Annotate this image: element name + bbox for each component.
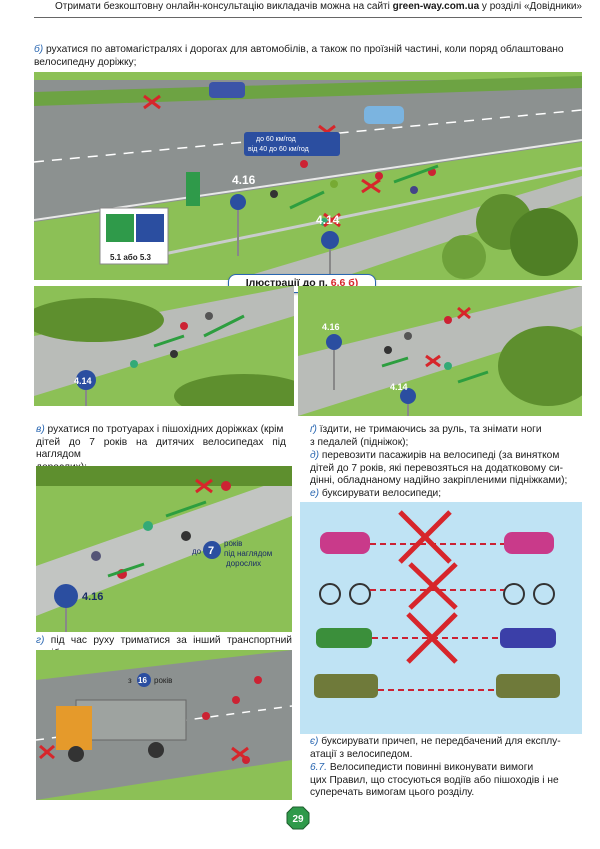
para-e: е) буксирувати велосипеди; — [310, 488, 582, 501]
towing-illustration — [300, 502, 582, 734]
para-d-line1: перевозити пасажирів на велосипеді (за в… — [319, 450, 560, 461]
g-age: 16 — [138, 676, 147, 685]
para-v-letter: в) — [36, 424, 45, 435]
page-header: Отримати безкоштовну онлайн-консультацію… — [34, 0, 582, 18]
top-sign-51-53: 5.1 або 5.3 — [110, 253, 152, 262]
para-b-letter: б) — [34, 44, 44, 55]
mid-left-illustration: 4.14 — [34, 286, 294, 406]
para-d-line3: дінні, обладнаному надійно закріпленими … — [310, 475, 568, 487]
para-b-line2: велосипедну доріжку; — [34, 56, 137, 68]
para-d-line2: дітей до 7 років, які перевозяться на до… — [310, 462, 564, 474]
v-age-text4: дорослих — [226, 559, 261, 568]
mid-left-sign: 4.14 — [74, 376, 92, 386]
para-e-line1: буксирувати велосипеди; — [319, 488, 442, 499]
para-g-letter: г) — [36, 635, 45, 646]
tow-row-3 — [316, 612, 556, 664]
para-6-7-line1: Велосипедисти повинні виконувати вимоги — [327, 762, 534, 773]
para-g2-line1: їздити, не тримаючись за руль, та знімат… — [316, 424, 542, 435]
g-illustration: з 16 років — [36, 650, 292, 800]
top-speed-1: до 60 км/год — [256, 136, 296, 143]
mid-right-illustration: 4.16 4.14 — [298, 286, 582, 416]
para-d: д) перевозити пасажирів на велосипеді (з… — [310, 450, 582, 488]
top-sign-414: 4.14 — [316, 213, 340, 227]
para-ye-line1: буксирувати причеп, не передбачений для … — [318, 736, 561, 747]
para-v-line1: рухатися по тротуарах і пішохідних доріж… — [44, 424, 284, 435]
mid-right-sign-414: 4.14 — [390, 382, 408, 392]
para-d-letter: д) — [310, 450, 320, 461]
para-b: б) рухатися по автомагістралях і дорогах… — [34, 44, 582, 69]
para-v-line2: дітей до 7 років на дитячих велосипедах … — [36, 436, 286, 461]
para-g2-letter: ґ) — [310, 424, 317, 435]
g-suffix: років — [154, 676, 172, 685]
para-6-7: 6.7. Велосипедисти повинні виконувати ви… — [310, 762, 582, 800]
header-text-a: Отримати безкоштовну онлайн-консультацію… — [54, 1, 393, 12]
para-ye-line2: атації з велосипедом. — [310, 748, 413, 760]
tow-row-4 — [314, 674, 560, 698]
para-6-7-line2: цих Правил, що стосуються водіїв або піш… — [310, 774, 559, 786]
header-text-b: у розділі «Довідники» — [479, 1, 582, 12]
v-age-text2: років — [224, 539, 242, 548]
para-6-7-num: 6.7. — [310, 762, 327, 773]
page-number: 29 — [292, 814, 304, 825]
header-site[interactable]: green-way.com.ua — [392, 1, 480, 12]
top-illustration: 4.16 4.14 5.1 або 5.3 до 60 км/год від 4… — [34, 72, 582, 280]
v-age-text1: до — [192, 547, 202, 556]
v-age: 7 — [208, 545, 214, 557]
v-illustration: 7 до років під наглядом дорослих 4.16 — [36, 466, 292, 632]
tow-row-2 — [319, 562, 555, 610]
para-b-line1: рухатися по автомагістралях і дорогах дл… — [43, 44, 564, 55]
tow-row-1 — [320, 510, 554, 564]
top-sign-416: 4.16 — [232, 173, 256, 187]
para-ye: є) буксирувати причеп, не передбачений д… — [310, 736, 582, 761]
v-sign: 4.16 — [82, 591, 103, 603]
page-number-badge: 29 — [286, 806, 310, 830]
para-e-letter: е) — [310, 488, 320, 499]
v-age-text3: під наглядом — [224, 549, 272, 558]
mid-right-sign-416: 4.16 — [322, 322, 340, 332]
g-prefix: з — [128, 676, 132, 685]
para-ye-letter: є) — [310, 736, 319, 747]
para-g2: ґ) їздити, не тримаючись за руль, та зні… — [310, 424, 582, 449]
para-6-7-line3: суперечать вимогам цього розділу. — [310, 787, 475, 799]
para-g2-line2: з педалей (підніжок); — [310, 436, 409, 448]
top-speed-2: від 40 до 60 км/год — [248, 145, 309, 153]
